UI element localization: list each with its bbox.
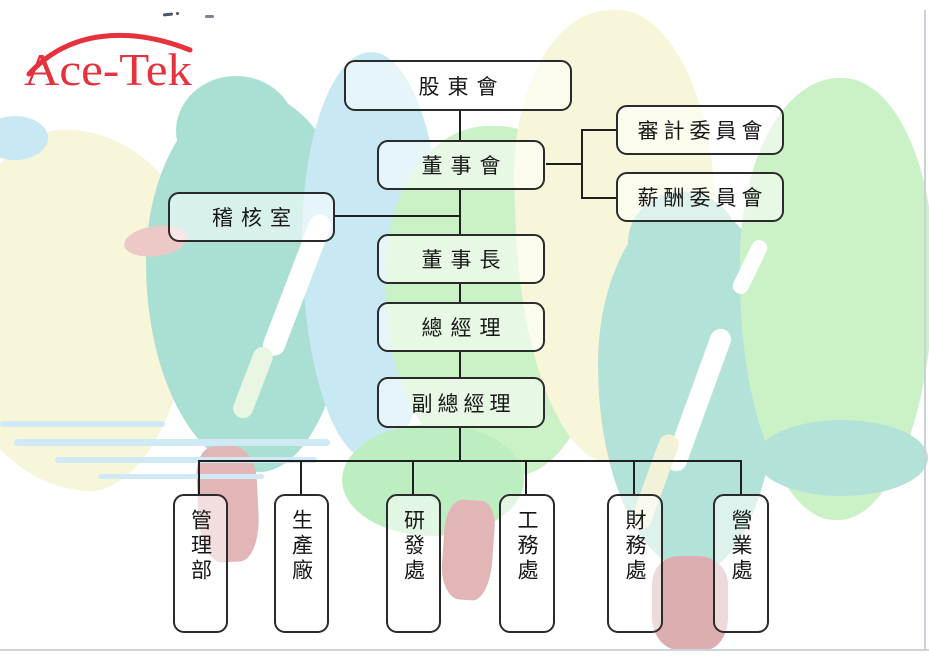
acetek-logo-graphic: Ace-Tek xyxy=(24,33,193,95)
node-shareholders: 股東會 xyxy=(344,60,572,111)
connector-compensation-committee xyxy=(581,197,617,199)
connector-drop-management xyxy=(198,460,200,495)
node-audit-office-label: 稽核室 xyxy=(212,206,299,230)
connector-gm-dgm xyxy=(459,352,461,377)
connector-drop-sales xyxy=(740,460,742,495)
connector-shareholders-board xyxy=(459,110,461,140)
connector-drop-rd xyxy=(412,460,414,495)
node-engineering-office: 工務處 xyxy=(499,494,555,633)
stray-mark xyxy=(176,12,179,15)
water-line xyxy=(14,439,330,446)
water-line xyxy=(55,457,317,463)
connector-audit-office xyxy=(335,215,460,217)
stray-mark xyxy=(162,12,174,17)
tree-teal-right xyxy=(756,420,928,496)
connector-committees-riser xyxy=(581,129,583,199)
node-rd-office: 研發處 xyxy=(386,494,441,633)
node-chairman: 董事長 xyxy=(377,234,545,284)
node-sales-office: 營業處 xyxy=(713,494,769,633)
node-production-plant: 生產廠 xyxy=(274,494,329,633)
node-finance-office: 財務處 xyxy=(607,494,663,633)
connector-board-right xyxy=(546,163,583,165)
node-sales-office-label: 營業處 xyxy=(729,509,753,584)
node-audit-committee: 審計委員會 xyxy=(616,105,784,155)
node-chairman-label: 董事長 xyxy=(421,248,509,272)
node-deputy-general-manager-label: 副總經理 xyxy=(411,391,516,416)
connector-drop-production xyxy=(300,460,302,495)
node-compensation-committee: 薪酬委員會 xyxy=(616,172,784,222)
connector-departments-bus xyxy=(198,460,742,462)
acetek-logo: Ace-Tek xyxy=(14,24,204,98)
node-general-manager: 總經理 xyxy=(377,302,545,352)
node-board-label: 董事會 xyxy=(421,154,509,178)
node-production-plant-label: 生產廠 xyxy=(289,509,314,584)
connector-dgm-trunk xyxy=(459,428,461,462)
node-compensation-committee-label: 薪酬委員會 xyxy=(637,186,768,210)
water-line xyxy=(98,474,264,479)
node-management-dept-label: 管理部 xyxy=(188,509,213,584)
node-audit-committee-label: 審計委員會 xyxy=(637,119,768,143)
logo-swoosh xyxy=(26,33,193,77)
water-line xyxy=(0,421,165,427)
acetek-logo-text: Ace-Tek xyxy=(24,44,192,94)
page-bottom-border xyxy=(0,649,929,651)
node-finance-office-label: 財務處 xyxy=(623,509,647,584)
trunk-pink-center xyxy=(439,498,497,602)
stray-mark xyxy=(205,15,214,18)
connector-drop-finance xyxy=(633,460,635,495)
node-engineering-office-label: 工務處 xyxy=(515,509,539,584)
node-deputy-general-manager: 副總經理 xyxy=(377,377,545,428)
connector-audit-committee xyxy=(581,129,617,131)
page-right-border xyxy=(924,10,926,651)
connector-drop-engineering xyxy=(525,460,527,495)
node-management-dept: 管理部 xyxy=(173,494,228,633)
connector-chairman-gm xyxy=(459,284,461,302)
node-general-manager-label: 總經理 xyxy=(421,316,509,340)
node-shareholders-label: 股東會 xyxy=(418,74,506,99)
node-board: 董事會 xyxy=(377,140,545,190)
node-audit-office: 稽核室 xyxy=(168,192,335,242)
connector-board-chairman xyxy=(459,190,461,234)
node-rd-office-label: 研發處 xyxy=(401,509,426,584)
